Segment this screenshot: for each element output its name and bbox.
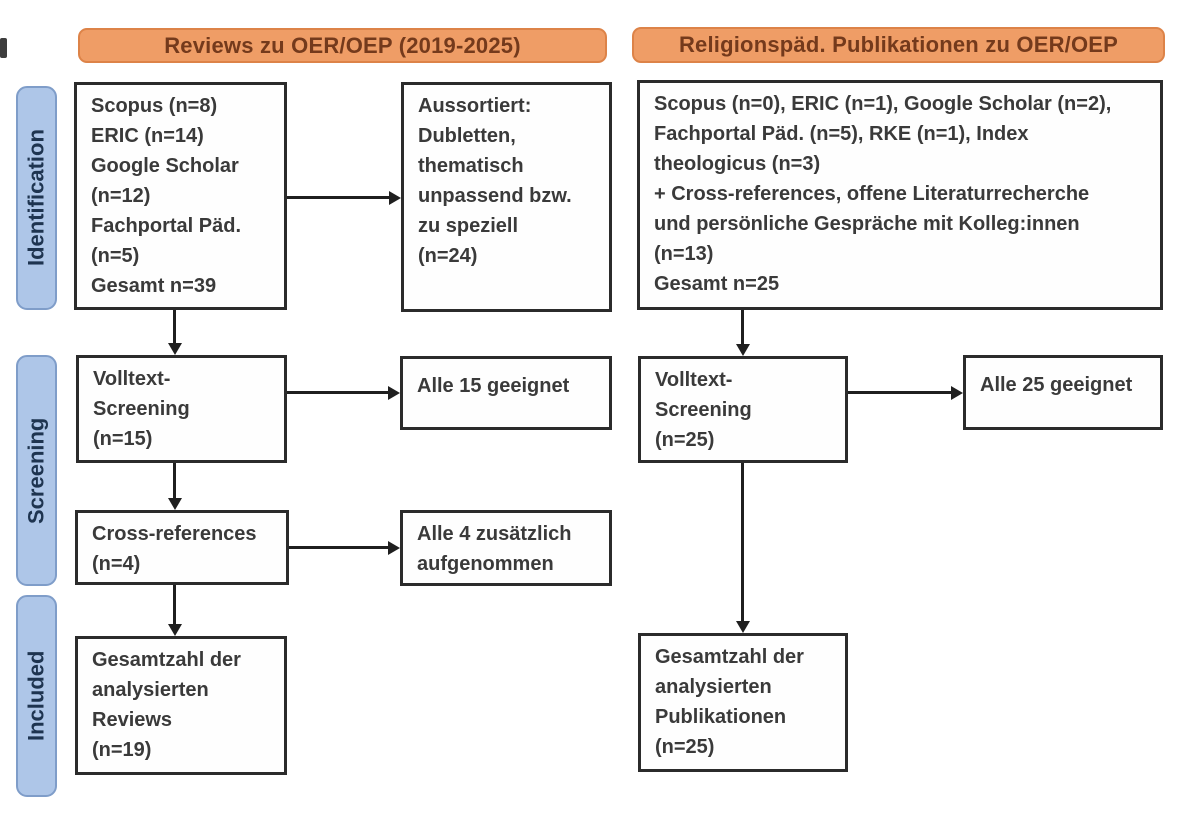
- stage-label-identification: Identification: [16, 86, 57, 310]
- stage-label-included: Included: [16, 595, 57, 797]
- box-left-excluded: Aussortiert: Dubletten, thematisch unpas…: [401, 82, 612, 312]
- box-left-sources: Scopus (n=8) ERIC (n=14) Google Scholar …: [74, 82, 287, 310]
- arrow-fulltext-to-result-right: [848, 385, 963, 400]
- arrow-sources-to-excluded: [287, 190, 401, 205]
- box-left-fulltext-result: Alle 15 geeignet: [400, 356, 612, 430]
- scan-artifact: [0, 38, 7, 58]
- box-left-crossref: Cross-references (n=4): [75, 510, 289, 585]
- arrow-fulltext-to-total-right: [735, 463, 750, 633]
- arrow-sources-to-fulltext-right: [735, 310, 750, 356]
- box-left-total: Gesamtzahl der analysierten Reviews (n=1…: [75, 636, 287, 775]
- arrow-crossref-to-total: [167, 585, 182, 636]
- box-right-total: Gesamtzahl der analysierten Publikatione…: [638, 633, 848, 772]
- stage-label-screening: Screening: [16, 355, 57, 586]
- column-header-religionspaed: Religionspäd. Publikationen zu OER/OEP: [632, 27, 1165, 63]
- column-header-reviews: Reviews zu OER/OEP (2019-2025): [78, 28, 607, 63]
- box-left-fulltext-screening: Volltext- Screening (n=15): [76, 355, 287, 463]
- box-right-sources: Scopus (n=0), ERIC (n=1), Google Scholar…: [637, 80, 1163, 310]
- arrow-sources-to-fulltext-left: [167, 310, 182, 355]
- arrow-fulltext-to-result-left: [287, 385, 400, 400]
- arrow-fulltext-to-crossref: [167, 463, 182, 510]
- box-left-crossref-result: Alle 4 zusätzlich aufgenommen: [400, 510, 612, 586]
- box-right-fulltext-result: Alle 25 geeignet: [963, 355, 1163, 430]
- arrow-crossref-to-result: [289, 540, 400, 555]
- box-right-fulltext-screening: Volltext- Screening (n=25): [638, 356, 848, 463]
